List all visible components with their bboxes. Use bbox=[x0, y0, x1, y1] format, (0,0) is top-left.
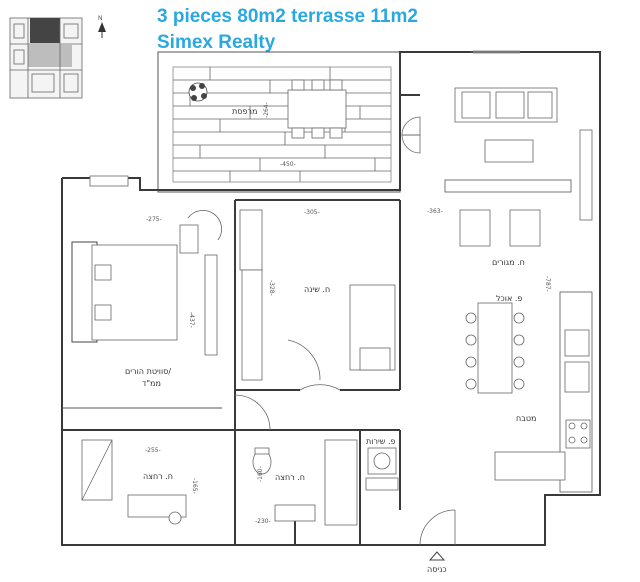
living-label: ח. מגורים bbox=[492, 258, 525, 267]
bath-label: ח. רחצה bbox=[275, 473, 305, 482]
entrance-label: כניסה bbox=[427, 565, 447, 574]
bedroom: -305- -328- ח. שינה bbox=[239, 209, 396, 381]
dining-label: פ. אוכל bbox=[496, 294, 522, 303]
master-suite: -275- -437- סוויטת הורים/ ממ"ד bbox=[62, 210, 222, 409]
terrace-depth-dim: -264- bbox=[263, 102, 270, 118]
kitchen: מטבח bbox=[494, 291, 593, 493]
dining-area: פ. אוכל bbox=[465, 294, 525, 394]
living-width-dim: -363- bbox=[427, 208, 443, 215]
master-label-line2: ממ"ד bbox=[142, 379, 161, 388]
bath-width-dim: -230- bbox=[255, 518, 271, 525]
kitchen-label: מטבח bbox=[516, 414, 536, 423]
master-depth-dim: -437- bbox=[188, 312, 195, 328]
master-bath-width-dim: -255- bbox=[145, 447, 161, 454]
terrace: מרפסת -264- -450- bbox=[157, 51, 401, 193]
bedroom-depth-dim: -328- bbox=[268, 280, 275, 296]
interior-doors[interactable] bbox=[234, 384, 456, 546]
master-bath: -255- -165- ח. רחצה bbox=[81, 439, 198, 525]
living-room: -363- ח. מגורים -787- bbox=[427, 51, 593, 292]
master-width-dim: -275- bbox=[146, 216, 162, 223]
interior-walls bbox=[62, 199, 401, 545]
entrance: כניסה bbox=[427, 551, 447, 574]
bedroom-width-dim: -305- bbox=[304, 209, 320, 216]
bath-depth-dim: -160- bbox=[257, 466, 264, 482]
page-title: 3 pieces 80m2 terrasse 11m2 bbox=[157, 6, 418, 27]
laundry: פ. שירות bbox=[365, 437, 399, 491]
bathroom: -160- -230- ח. רחצה bbox=[252, 439, 358, 526]
living-depth-dim: -787- bbox=[544, 276, 551, 292]
laundry-label: פ. שירות bbox=[366, 437, 396, 446]
terrace-width-dim: -450- bbox=[280, 161, 296, 168]
master-bath-depth-dim: -165- bbox=[191, 478, 198, 494]
plant-icon bbox=[188, 82, 208, 102]
entrance-arrow-icon bbox=[428, 551, 446, 561]
master-label-line1: סוויטת הורים/ bbox=[125, 367, 171, 376]
north-label: N bbox=[98, 15, 103, 22]
bedroom-label: ח. שינה bbox=[304, 285, 330, 294]
key-plan bbox=[9, 17, 83, 99]
terrace-label: מרפסת bbox=[232, 107, 257, 116]
master-bath-label: ח. רחצה bbox=[143, 472, 173, 481]
page-subtitle: Simex Realty bbox=[157, 32, 276, 53]
north-arrow-icon: N bbox=[98, 15, 106, 38]
